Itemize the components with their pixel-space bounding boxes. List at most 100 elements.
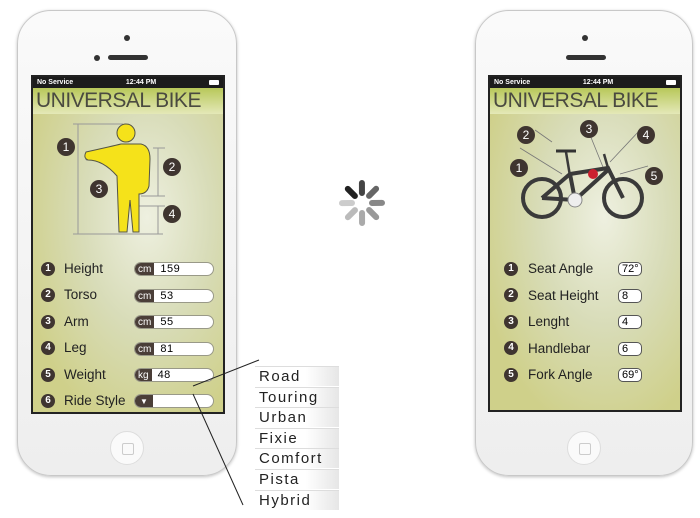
clock: 12:44 PM	[125, 79, 157, 86]
battery-icon	[208, 80, 219, 85]
badge: 1	[504, 261, 518, 276]
badge: 5	[41, 367, 55, 382]
option-urban[interactable]: Urban	[255, 407, 339, 428]
spinner-spoke	[344, 207, 358, 221]
geometry-value: 69°	[618, 368, 642, 382]
option-road[interactable]: Road	[255, 366, 339, 386]
loading-spinner-icon	[339, 180, 385, 226]
bike-icon	[519, 129, 649, 219]
marker-3: 3	[580, 120, 598, 138]
unit: cm	[135, 316, 155, 328]
leg-input[interactable]: cm 81	[134, 342, 214, 356]
badge: 6	[41, 393, 55, 408]
row-height: 1 Height	[41, 261, 103, 276]
label: Ride Style	[64, 393, 126, 408]
app-title: UNIVERSAL BIKE	[490, 88, 680, 114]
value: 81	[160, 343, 174, 355]
value: 53	[160, 290, 174, 302]
unit: kg	[135, 369, 152, 381]
row-torso: 2 Torso	[41, 287, 97, 302]
badge: 2	[504, 288, 518, 302]
label: Seat Angle	[528, 261, 594, 276]
label: Fork Angle	[528, 367, 593, 382]
label: Torso	[64, 287, 98, 302]
body-figure-icon	[73, 123, 165, 235]
left-screen: No Service 12:44 PM UNIVERSAL BIKE 1 2 3 …	[31, 75, 225, 414]
row-leg: 4 Leg	[41, 340, 87, 355]
value: 48	[157, 369, 171, 381]
label: Seat Height	[528, 287, 599, 303]
arm-input[interactable]: cm 55	[134, 315, 214, 329]
badge: 2	[41, 287, 55, 302]
badge: 3	[41, 314, 55, 329]
marker-5: 5	[645, 167, 663, 185]
speaker	[566, 55, 606, 60]
row-weight: 5 Weight	[41, 367, 106, 382]
marker-4: 4	[637, 126, 655, 144]
spinner-spoke	[366, 185, 380, 199]
camera	[582, 35, 588, 41]
ride-style-select[interactable]: ▼	[134, 394, 214, 408]
row-geometry: 1 Seat Angle	[504, 261, 593, 276]
row-geometry: 4 Handlebar	[504, 341, 590, 356]
status-bar: No Service 12:44 PM	[490, 77, 680, 88]
row-ride-style: 6 Ride Style	[41, 393, 126, 408]
battery-icon	[665, 80, 676, 85]
right-screen: No Service 12:44 PM UNIVERSAL BIKE 2 3 4 …	[488, 75, 682, 412]
marker-2: 2	[163, 158, 181, 176]
height-input[interactable]: cm 159	[134, 262, 214, 276]
badge: 1	[41, 261, 55, 276]
marker-1: 1	[510, 159, 528, 177]
geometry-value: 72°	[618, 262, 642, 276]
row-arm: 3 Arm	[41, 314, 89, 329]
status-bar: No Service 12:44 PM	[33, 77, 223, 88]
home-button[interactable]	[567, 431, 601, 465]
carrier: No Service	[37, 79, 74, 86]
badge: 5	[504, 367, 518, 382]
marker-2: 2	[517, 126, 535, 144]
option-hybrid[interactable]: Hybrid	[255, 489, 339, 510]
label: Leg	[64, 340, 87, 355]
label: Handlebar	[528, 340, 591, 356]
row-geometry: 2 Seat Height	[504, 288, 599, 303]
label: Arm	[64, 314, 89, 329]
clock: 12:44 PM	[582, 79, 614, 86]
label: Weight	[64, 367, 106, 382]
marker-3: 3	[90, 180, 108, 198]
label: Height	[64, 261, 104, 276]
app-title: UNIVERSAL BIKE	[33, 88, 223, 114]
badge: 4	[504, 341, 518, 355]
weight-input[interactable]: kg 48	[134, 368, 214, 382]
unit: cm	[135, 290, 155, 302]
option-fixie[interactable]: Fixie	[255, 427, 339, 448]
row-geometry: 5 Fork Angle	[504, 367, 593, 382]
option-pista[interactable]: Pista	[255, 469, 339, 489]
camera	[124, 35, 130, 41]
option-touring[interactable]: Touring	[255, 386, 339, 407]
option-comfort[interactable]: Comfort	[255, 448, 339, 469]
unit: cm	[135, 343, 155, 355]
torso-input[interactable]: cm 53	[134, 289, 214, 303]
chevron-down-icon: ▼	[135, 395, 153, 407]
marker-4: 4	[163, 205, 181, 223]
geometry-value: 8	[618, 288, 642, 303]
carrier: No Service	[494, 79, 531, 86]
spinner-spoke	[344, 185, 358, 199]
speaker	[94, 55, 148, 61]
value: 159	[160, 263, 181, 275]
home-button[interactable]	[110, 431, 144, 465]
unit: cm	[135, 263, 155, 275]
left-phone: No Service 12:44 PM UNIVERSAL BIKE 1 2 3 …	[17, 10, 237, 476]
geometry-value: 4	[618, 315, 642, 329]
badge: 3	[504, 314, 518, 329]
geometry-value: 6	[618, 341, 642, 356]
spinner-spoke	[366, 207, 380, 221]
badge: 4	[41, 340, 55, 355]
right-phone: No Service 12:44 PM UNIVERSAL BIKE 2 3 4 …	[475, 10, 693, 476]
value: 55	[160, 316, 174, 328]
marker-1: 1	[57, 138, 75, 156]
